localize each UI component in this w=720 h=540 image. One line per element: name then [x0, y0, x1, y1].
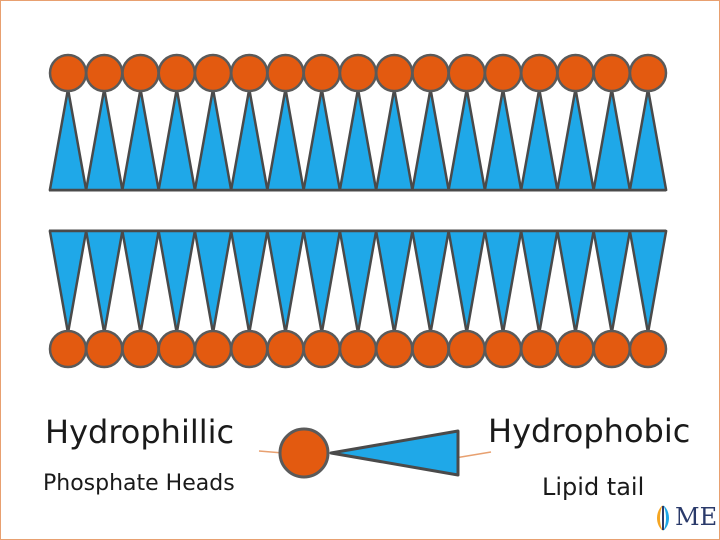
phospholipid-bilayer	[48, 53, 668, 369]
top-lipid-tail	[411, 87, 450, 192]
hydrophilic-label: Hydrophillic	[45, 413, 235, 451]
top-lipid-tail	[157, 87, 197, 192]
legend-phosphate-head	[278, 427, 330, 479]
me-logo: ME	[653, 501, 718, 535]
bottom-lipid-tail	[411, 229, 450, 335]
phosphate-heads-label: Phosphate Heads	[43, 471, 235, 496]
top-lipid-tail	[519, 87, 559, 192]
bottom-lipid-tail	[121, 229, 160, 335]
hydrophobic-label: Hydrophobic	[488, 412, 691, 450]
top-lipid-tail	[121, 87, 160, 192]
bottom-lipid-tail	[48, 229, 88, 335]
top-lipid-tail	[483, 87, 523, 192]
top-lipid-tail	[302, 87, 342, 192]
top-lipid-tail	[447, 87, 487, 192]
bottom-lipid-tail	[266, 229, 305, 335]
top-lipid-tail	[338, 87, 378, 192]
top-lipid-tail	[48, 87, 88, 192]
bottom-phosphate-head	[628, 329, 668, 369]
logo-text: ME	[675, 503, 718, 531]
top-phosphate-head	[628, 53, 668, 93]
bottom-lipid-tail	[84, 229, 124, 335]
bottom-lipid-tail	[338, 229, 378, 335]
top-lipid-tail	[229, 87, 269, 192]
top-lipid-tail	[374, 87, 414, 192]
bottom-lipid-tail	[556, 229, 595, 335]
top-lipid-tail	[193, 87, 233, 192]
lipid-tail-label: Lipid tail	[542, 473, 645, 501]
top-lipid-tail	[592, 87, 632, 192]
bottom-lipid-tail	[483, 229, 523, 335]
bottom-lipid-tail	[157, 229, 197, 335]
bottom-lipid-tail	[302, 229, 342, 335]
top-lipid-tail	[266, 87, 305, 192]
bottom-lipid-tail	[592, 229, 632, 335]
bottom-lipid-tail	[519, 229, 559, 335]
bottom-lipid-tail	[628, 229, 668, 335]
bottom-lipid-tail	[229, 229, 269, 335]
bottom-lipid-tail	[447, 229, 487, 335]
top-lipid-tail	[556, 87, 595, 192]
bottom-lipid-tail	[193, 229, 233, 335]
top-lipid-tail	[84, 87, 124, 192]
logo-mark-icon	[657, 505, 669, 531]
top-lipid-tail	[628, 87, 668, 192]
bottom-lipid-tail	[374, 229, 414, 335]
legend-lipid-tail	[329, 429, 460, 477]
